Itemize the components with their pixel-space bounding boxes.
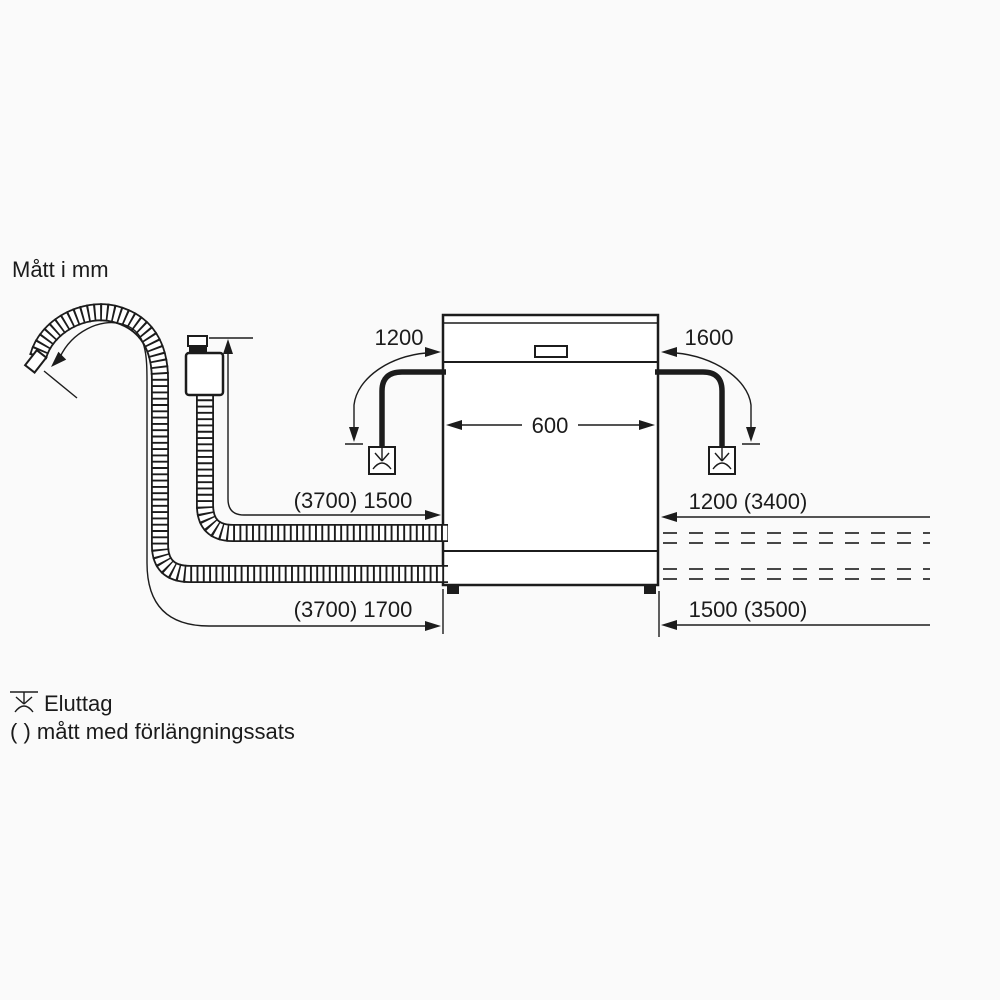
dimension-cord-right: 1600: [661, 325, 760, 445]
page-title: Mått i mm: [12, 257, 109, 282]
dishwasher-foot-right: [644, 585, 656, 594]
tap-connector-thread: [189, 347, 207, 353]
label-cord-right: 1600: [685, 325, 734, 350]
label-cord-left: 1200: [375, 325, 424, 350]
legend-socket-label: Eluttag: [44, 691, 113, 716]
dimension-supply-right: 1200 (3400): [661, 489, 930, 522]
tap-connector-nut: [187, 335, 208, 347]
dimension-supply-left: (3700) 1500: [209, 337, 441, 520]
label-drain-right: 1500 (3500): [689, 597, 808, 622]
dimension-drain-right: 1500 (3500): [658, 591, 930, 637]
label-width: 600: [532, 413, 569, 438]
drain-hose: [23, 303, 448, 583]
dimension-width: 600: [446, 413, 655, 438]
drain-hose-end-cap: [23, 348, 48, 374]
power-cord-left: [368, 369, 446, 475]
power-cord-right: [655, 369, 736, 475]
dishwasher-body: [441, 313, 660, 587]
label-supply-left: (3700) 1500: [294, 488, 413, 513]
dimension-cord-left: 1200: [345, 325, 441, 445]
hose-end-leader-line: [43, 370, 78, 399]
power-socket-icon: [10, 691, 38, 713]
legend-extension-note: ( ) mått med förlängningssats: [10, 719, 295, 744]
dishwasher-foot-left: [447, 585, 459, 594]
dimension-drain-left: (3700) 1700: [43, 322, 444, 634]
hose-continuation-dashes: [663, 532, 930, 580]
dishwasher-handle: [534, 345, 568, 358]
label-supply-right: 1200 (3400): [689, 489, 808, 514]
supply-hose: [184, 335, 448, 542]
power-socket-icon: [372, 448, 392, 470]
dishwasher-outline: [441, 313, 660, 594]
label-drain-left: (3700) 1700: [294, 597, 413, 622]
aquastop-valve: [184, 335, 225, 397]
legend: Eluttag ( ) mått med förlängningssats: [10, 691, 295, 744]
power-socket-icon: [712, 448, 732, 470]
aquastop-box: [184, 351, 225, 397]
